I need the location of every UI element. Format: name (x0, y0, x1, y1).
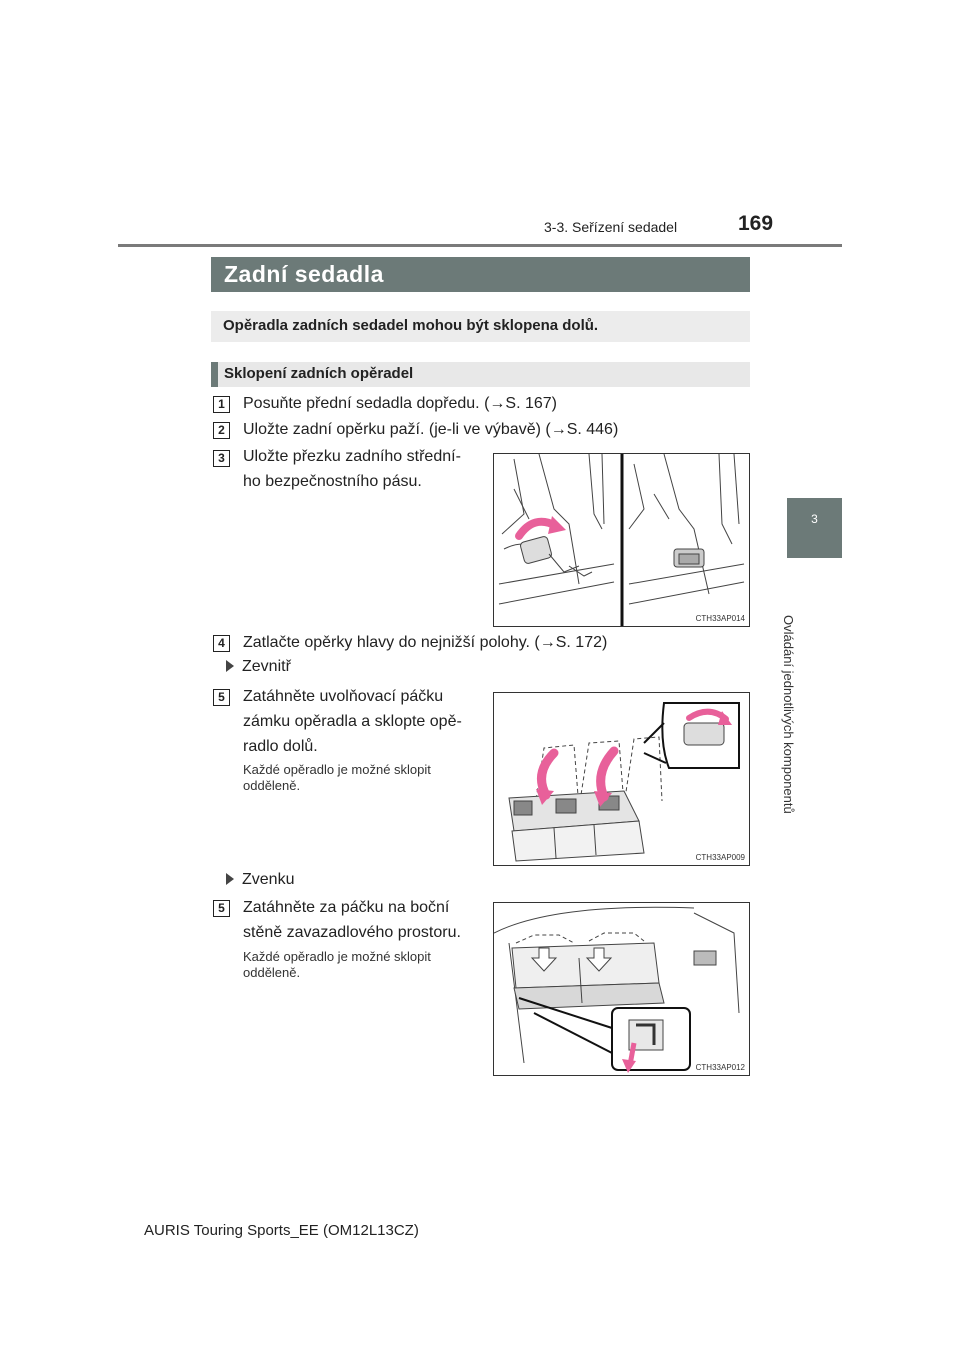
step-text-2: Uložte zadní opěrku paží. (je-li ve výba… (243, 421, 619, 438)
footer-model: AURIS Touring Sports_EE (OM12L13CZ) (144, 1222, 419, 1239)
figure-seatbelt-buckle: CTH33AP014 (493, 453, 750, 627)
chapter-title-vertical: Ovládání jednotlivých komponentů (781, 615, 796, 814)
note-outside: Každé opěradlo je možné sklopit odděleně… (243, 949, 479, 981)
triangle-bullet-icon (226, 873, 234, 885)
subsection-title: Sklopení zadních opěradel (224, 365, 414, 382)
bullet-inside: Zevnitř (226, 658, 291, 676)
figure-fold-seatback-outside: CTH33AP012 (493, 902, 750, 1076)
section-title: Zadní sedadla (224, 261, 384, 287)
arrow-pink-icon (622, 1059, 636, 1073)
step-text-5-inside: Zatáhněte uvolňovací páčku zámku opěradl… (243, 684, 479, 759)
seatbelt-buckle-illustration (498, 454, 745, 626)
step-text-4: Zatlačte opěrky hlavy do nejnižší polohy… (243, 634, 608, 651)
step-number-5-outside: 5 (213, 900, 230, 917)
note-outside-line2: odděleně. (243, 965, 301, 980)
figure-code: CTH33AP009 (695, 853, 745, 862)
step-text-5-outside-line2: stěně zavazadlového prostoru. (243, 924, 461, 941)
step-text-5-inside-line3: radlo dolů. (243, 738, 318, 755)
step-text-5-inside-line1: Zatáhněte uvolňovací páčku (243, 688, 444, 705)
cargo-lever-illustration (494, 906, 740, 1073)
page-number: 169 (738, 212, 774, 235)
step-text-5-outside-line1: Zatáhněte za páčku na boční (243, 899, 450, 916)
step-number-4: 4 (213, 635, 230, 652)
intro-box: Opěradla zadních sedadel mohou být sklop… (211, 311, 750, 342)
chapter-number: 3 (811, 512, 818, 526)
step-text-3: Uložte přezku zadního střední- ho bezpeč… (243, 444, 479, 494)
figure-fold-seatback-inside: CTH33AP009 (493, 692, 750, 866)
step-text-1: Posuňte přední sedadla dopředu. (→S. 167… (243, 395, 557, 412)
fold-seatback-illustration (508, 702, 740, 862)
note-outside-line1: Každé opěradlo je možné sklopit (243, 949, 431, 964)
step-number-3: 3 (213, 450, 230, 467)
note-inside-line2: odděleně. (243, 778, 301, 793)
step-number-1: 1 (213, 396, 230, 413)
step-text-5-outside: Zatáhněte za páčku na boční stěně zavaza… (243, 895, 479, 945)
step-number-5-inside: 5 (213, 689, 230, 706)
bullet-outside: Zvenku (226, 871, 294, 889)
subsection-bar: Sklopení zadních opěradel (211, 362, 750, 387)
chapter-tab: 3 (787, 498, 842, 558)
note-inside: Každé opěradlo je možné sklopit odděleně… (243, 762, 479, 794)
bullet-outside-label: Zvenku (242, 871, 295, 888)
figure-code: CTH33AP014 (695, 614, 745, 623)
section-title-bar: Zadní sedadla (211, 257, 750, 292)
step-text-5-inside-line2: zámku opěradla a sklopte opě- (243, 713, 462, 730)
step-text-3-line1: Uložte přezku zadního střední- (243, 448, 461, 465)
arrow-pink-icon (537, 748, 559, 800)
intro-text: Opěradla zadních sedadel mohou být sklop… (223, 317, 599, 334)
header-rule (118, 244, 842, 247)
header-section-title: 3-3. Seřízení sedadel (544, 219, 678, 235)
bullet-inside-label: Zevnitř (242, 658, 291, 675)
triangle-bullet-icon (226, 660, 234, 672)
step-text-3-line2: ho bezpečnostního pásu. (243, 473, 422, 490)
step-number-2: 2 (213, 422, 230, 439)
figure-code: CTH33AP012 (695, 1063, 745, 1072)
note-inside-line1: Každé opěradlo je možné sklopit (243, 762, 431, 777)
